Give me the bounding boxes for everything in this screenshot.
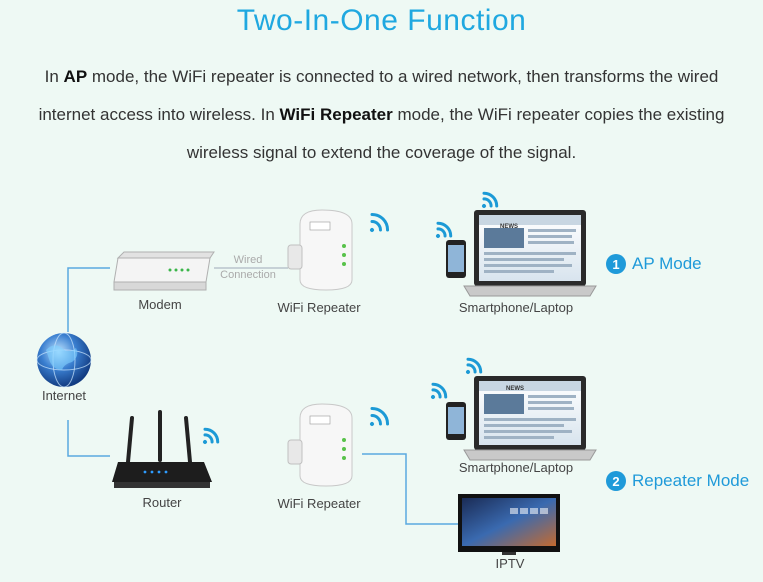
desc-part-3: mode, the WiFi repeater copies the exist… — [186, 105, 725, 162]
desc-part-1: In — [44, 67, 64, 86]
repeater-mode-label: Repeater Mode — [632, 471, 750, 490]
ap-mode-number: 1 — [606, 254, 626, 274]
internet-label: Internet — [41, 388, 87, 403]
screen-title-top: NEWS — [500, 224, 518, 230]
wifi-icon — [466, 357, 483, 374]
connection-lines — [67, 267, 458, 525]
wifi-icon — [436, 221, 453, 238]
wifi-icon — [370, 212, 390, 232]
device-top-label: Smartphone/Laptop — [458, 300, 574, 315]
desc-ap: AP — [63, 67, 88, 86]
iptv-label: IPTV — [495, 556, 525, 571]
router-icon — [112, 410, 212, 488]
wired-label-line2: Connection — [220, 269, 276, 281]
screen-title-bottom: NEWS — [506, 386, 524, 392]
repeater-mode-badge: 2 Repeater Mode — [606, 471, 749, 491]
tv-icon — [458, 494, 560, 555]
laptop-icon — [463, 210, 597, 297]
repeater-icon — [287, 209, 353, 291]
desc-repeater: WiFi Repeater — [279, 105, 393, 124]
wired-connection-label: Wired Connection — [212, 253, 284, 283]
device-bottom-label: Smartphone/Laptop — [458, 460, 574, 475]
page-title: Two-In-One Function — [236, 4, 527, 37]
wifi-icon — [431, 382, 448, 399]
router-label: Router — [142, 495, 182, 510]
laptop-icon — [463, 376, 597, 461]
phone-icon — [446, 240, 466, 278]
phone-icon — [446, 402, 466, 440]
modem-icon — [113, 251, 215, 291]
modem-label: Modem — [138, 297, 182, 312]
repeater-mode-number: 2 — [606, 471, 626, 491]
repeater-top-label: WiFi Repeater — [277, 300, 361, 315]
ap-mode-badge: 1 AP Mode — [606, 254, 702, 274]
repeater-bottom-label: WiFi Repeater — [277, 496, 361, 511]
wifi-icon — [203, 427, 220, 444]
repeater-icon — [287, 403, 353, 487]
globe-icon — [36, 332, 92, 388]
wired-label-line1: Wired — [233, 254, 263, 266]
description: In AP mode, the WiFi repeater is connect… — [20, 58, 743, 172]
desc-part-2: mode, the WiFi repeater is connected to … — [38, 67, 719, 124]
ap-mode-label: AP Mode — [632, 254, 702, 273]
wifi-icon — [482, 191, 499, 208]
wifi-icon — [370, 406, 390, 426]
